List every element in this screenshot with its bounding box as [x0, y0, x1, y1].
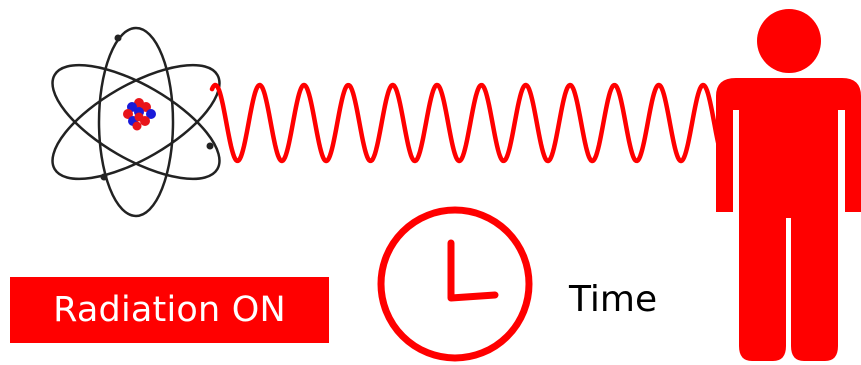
electron [207, 143, 214, 150]
atom-nucleus [123, 98, 156, 131]
electron [115, 35, 122, 42]
atom-icon [36, 28, 236, 216]
electron [101, 174, 108, 181]
person-head [757, 9, 821, 73]
radiation-status-badge: Radiation ON [10, 277, 329, 343]
clock-hands [451, 243, 495, 298]
person-icon [716, 9, 861, 361]
person-body [716, 78, 861, 361]
radiation-wave-icon [212, 85, 722, 161]
radiation-status-label: Radiation ON [53, 290, 286, 330]
time-label: Time [569, 279, 657, 320]
clock-icon [381, 210, 529, 358]
clock-face [381, 210, 529, 358]
